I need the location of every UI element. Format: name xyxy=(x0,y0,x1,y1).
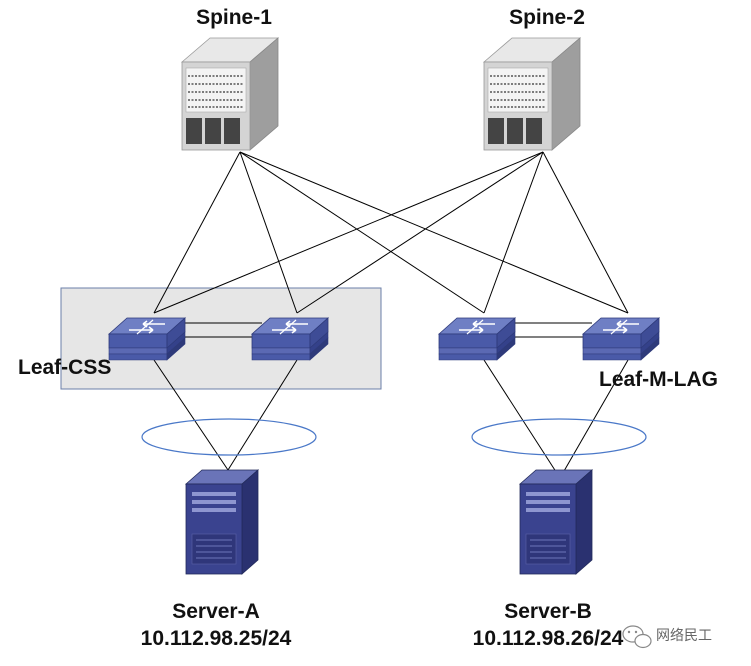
lag-ellipse-a xyxy=(141,418,317,456)
lag-ellipse-b xyxy=(471,418,647,456)
spine-leaf-links xyxy=(153,151,629,314)
watermark-text: 网络民工 xyxy=(656,627,712,643)
server-a-label: Server-A xyxy=(172,600,260,623)
chat-bubble-icon xyxy=(622,625,652,649)
server-b-icon xyxy=(519,469,593,575)
watermark: 网络民工 xyxy=(622,625,712,649)
server-b-label: Server-B xyxy=(504,600,592,623)
leaf-css-switch-1-icon xyxy=(108,317,186,361)
leaf-mlag-label: Leaf-M-LAG xyxy=(599,368,718,391)
leaf-css-switch-2-icon xyxy=(251,317,329,361)
leaf-mlag-switch-2-icon xyxy=(582,317,660,361)
leaf-css-label: Leaf-CSS xyxy=(18,356,111,379)
leaf-server-links xyxy=(153,359,629,479)
server-a-ip: 10.112.98.25/24 xyxy=(141,627,292,650)
server-a-icon xyxy=(185,469,259,575)
spine-1-label: Spine-1 xyxy=(196,6,272,29)
spine-1-chassis-icon xyxy=(181,37,279,151)
leaf-mlag-switch-1-icon xyxy=(438,317,516,361)
server-b-ip: 10.112.98.26/24 xyxy=(473,627,624,650)
spine-2-chassis-icon xyxy=(483,37,581,151)
peer-links xyxy=(175,322,592,338)
spine-2-label: Spine-2 xyxy=(509,6,585,29)
